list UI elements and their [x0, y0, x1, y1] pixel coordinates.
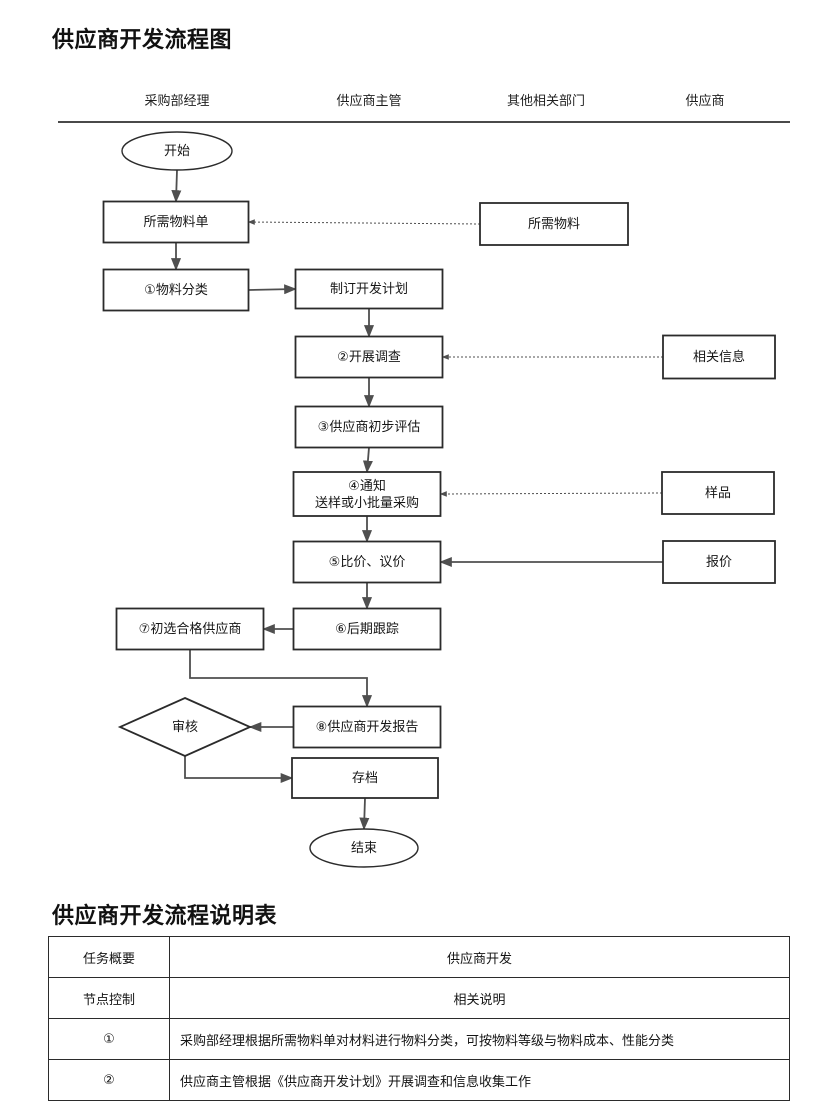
- node-shape-report: [292, 705, 442, 749]
- node-shape-shortlist: [115, 607, 265, 651]
- node-shape-follow-up: [292, 607, 442, 651]
- node-shape-end: [309, 828, 419, 868]
- node-shape-info: [662, 334, 776, 380]
- table-cell-key: ①: [48, 1018, 170, 1060]
- flowchart-canvas: [102, 131, 776, 868]
- connector-archive-to-end: [359, 797, 370, 831]
- node-shape-sample: [661, 471, 775, 515]
- connector-classify-to-plan: [248, 284, 297, 295]
- table-cell-key: ②: [48, 1059, 170, 1101]
- table-row: 节点控制相关说明: [48, 977, 790, 1019]
- swimlane-header-1: 供应商主管: [336, 93, 402, 108]
- table-cell-key: 节点控制: [48, 977, 170, 1019]
- connector-layer: [170, 169, 663, 831]
- connector-review-to-archive: [184, 756, 294, 784]
- swimlane-divider-rule: [58, 121, 790, 123]
- table-row: 任务概要供应商开发: [48, 936, 790, 978]
- node-shape-archive: [291, 757, 439, 799]
- node-shape-material-list: [102, 200, 250, 244]
- node-shape-prelim-eval: [294, 405, 444, 449]
- table-cell-key: 任务概要: [48, 936, 170, 978]
- node-shape-review: [117, 697, 253, 757]
- swimlane-header-2: 其他相关部门: [506, 93, 586, 108]
- connector-start-to-material-list: [171, 169, 182, 203]
- node-shape-classify: [102, 268, 250, 312]
- connector-sample-to-notify: [439, 491, 663, 497]
- node-shape-layer: [102, 131, 776, 868]
- swimlane-header-3: 供应商: [685, 93, 725, 108]
- connector-material-to-material-list: [247, 219, 481, 225]
- table-cell-value: 供应商开发: [169, 936, 790, 978]
- table-title: 供应商开发流程说明表: [52, 903, 278, 928]
- node-shape-survey: [294, 335, 444, 379]
- node-shape-quote: [662, 540, 776, 584]
- node-shape-material: [479, 202, 629, 246]
- table-cell-value: 采购部经理根据所需物料单对材料进行物料分类，可按物料等级与物料成本、性能分类: [169, 1018, 790, 1060]
- table-cell-value: 相关说明: [169, 977, 790, 1019]
- node-shape-price: [292, 540, 442, 584]
- node-shape-plan: [294, 268, 444, 310]
- connector-prelim-eval-to-notify: [362, 447, 373, 474]
- node-shape-notify: [292, 471, 442, 517]
- swimlane-header-0: 采购部经理: [144, 93, 210, 108]
- connector-shortlist-to-report: [189, 649, 373, 708]
- node-shape-start: [121, 131, 233, 171]
- page-title: 供应商开发流程图: [52, 27, 233, 52]
- table-cell-value: 供应商主管根据《供应商开发计划》开展调查和信息收集工作: [169, 1059, 790, 1101]
